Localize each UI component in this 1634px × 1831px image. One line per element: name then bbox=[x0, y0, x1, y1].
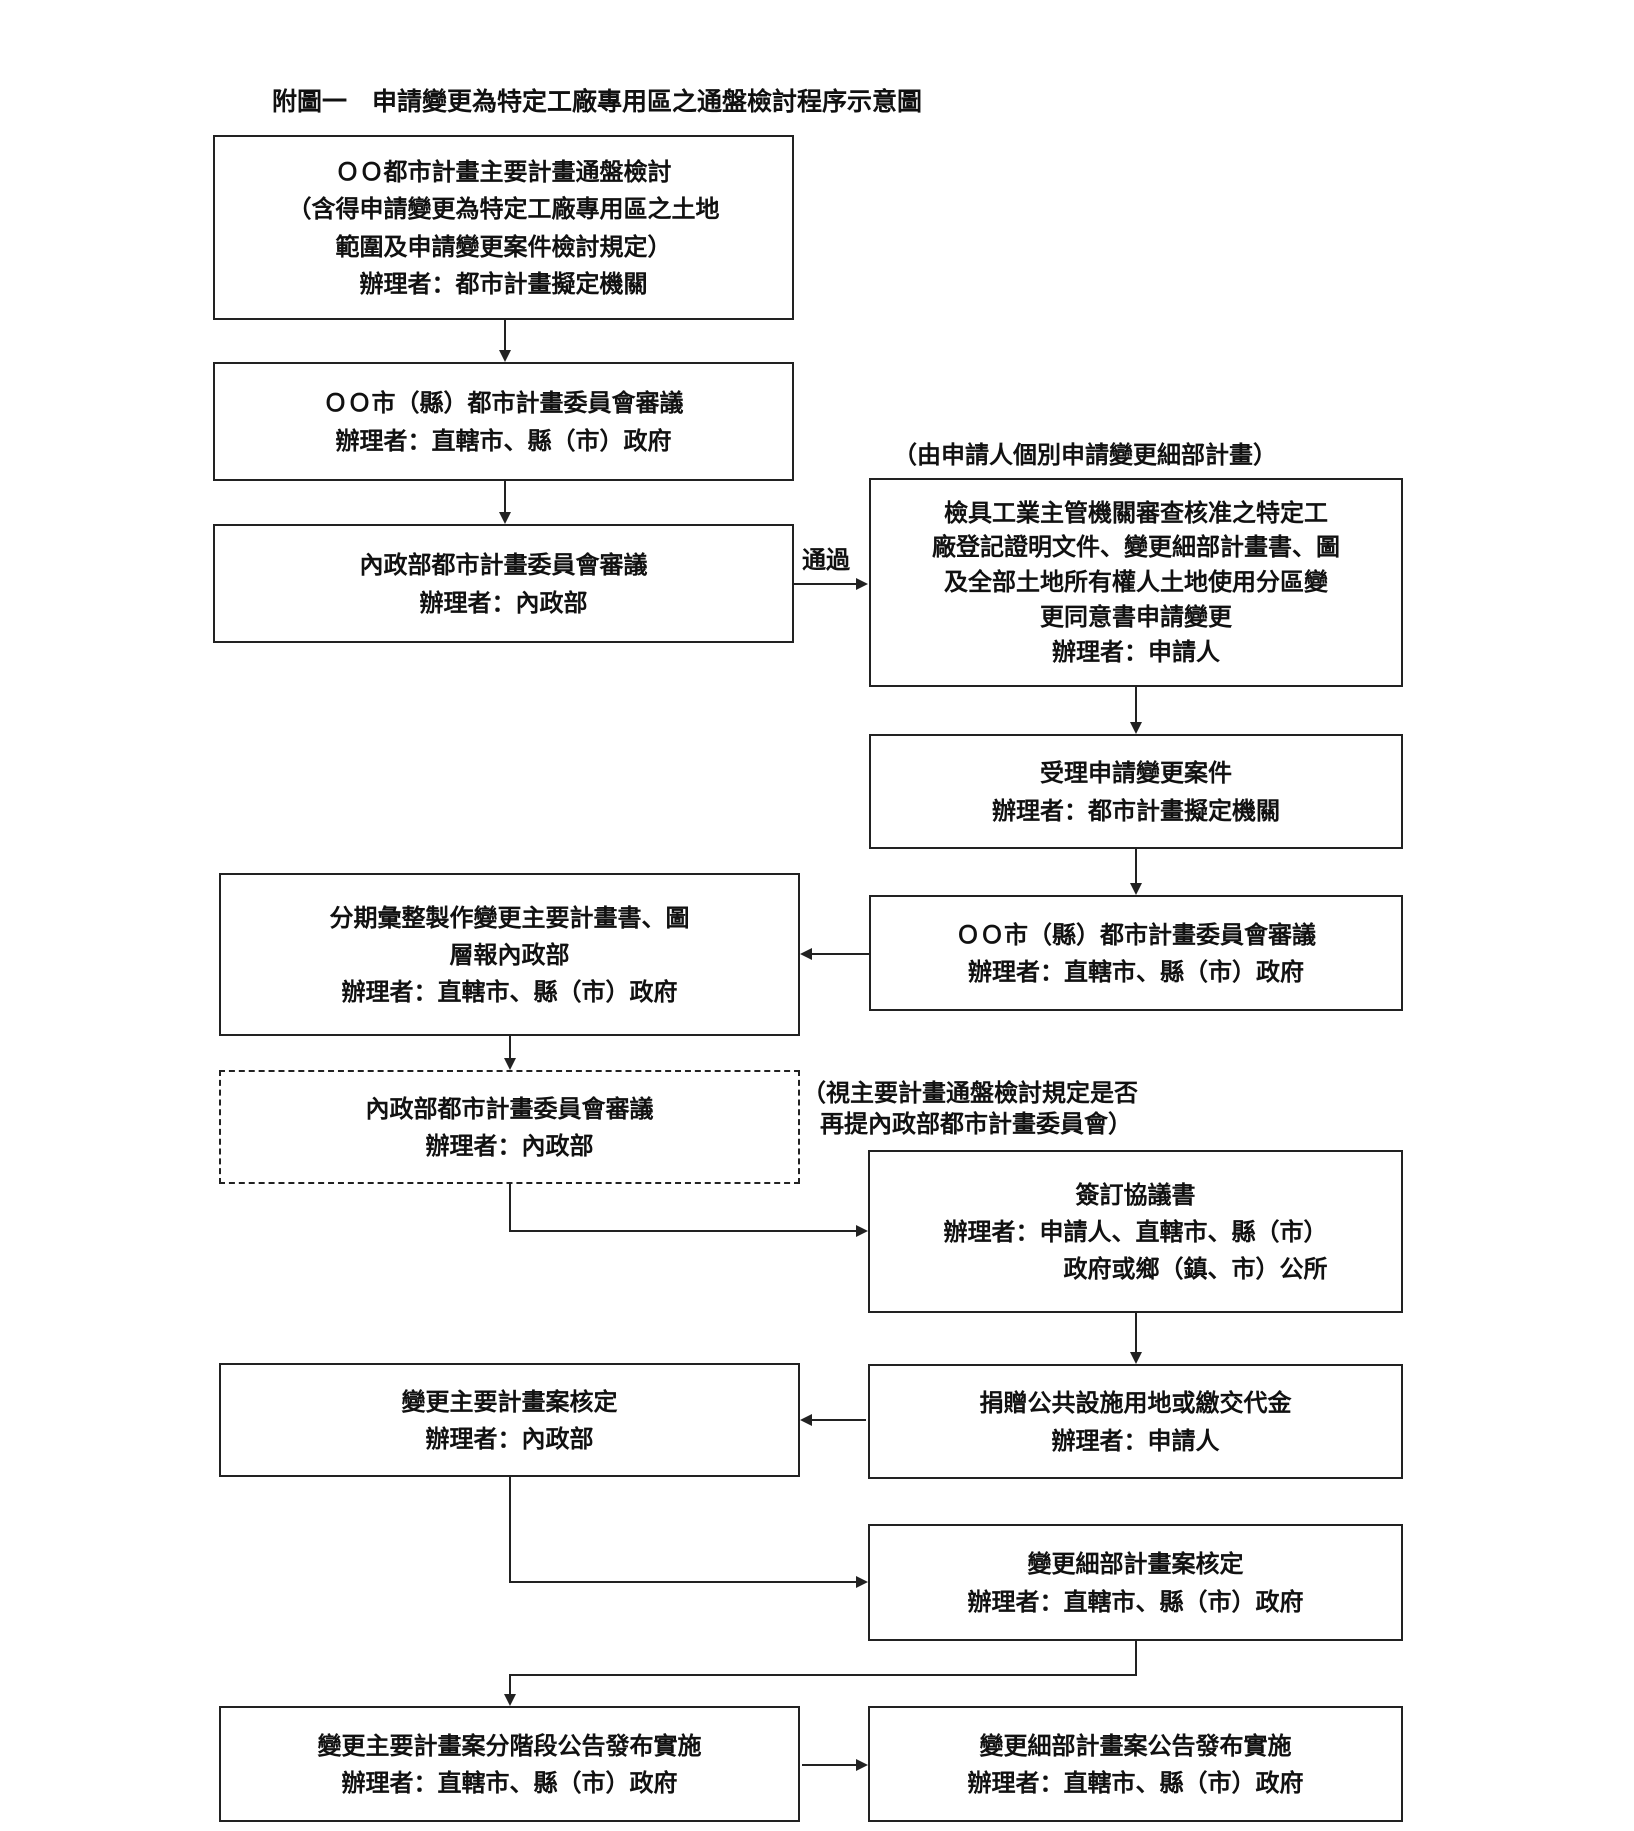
box-main-plan-approval: 變更主要計畫案核定 辦理者：內政部 bbox=[219, 1363, 800, 1477]
box-line: 變更主要計畫案分階段公告發布實施 bbox=[317, 1730, 702, 1760]
box-line: 變更細部計畫案公告發布實施 bbox=[979, 1730, 1292, 1760]
box-line: 捐贈公共設施用地或繳交代金 bbox=[979, 1388, 1292, 1418]
box-handler: 辦理者：都市計畫擬定機關 bbox=[359, 268, 648, 298]
note-conditional-line-1: （視主要計畫通盤檢討規定是否 bbox=[802, 1078, 1138, 1107]
box-handler: 辦理者：直轄市、縣（市）政府 bbox=[968, 957, 1304, 986]
box-line: 內政部都市計畫委員會審議 bbox=[359, 550, 648, 580]
page-title: 附圖一 申請變更為特定工廠專用區之通盤檢討程序示意圖 bbox=[272, 87, 923, 116]
note-pass: 通過 bbox=[802, 545, 850, 574]
box-handler: 辦理者：直轄市、縣（市）政府 bbox=[967, 1586, 1304, 1616]
box-handler: 辦理者：申請人、直轄市、縣（市） bbox=[943, 1216, 1328, 1246]
box-line: 內政部都市計畫委員會審議 bbox=[365, 1093, 654, 1123]
arrow-b8-b9 bbox=[509, 1184, 868, 1237]
box-handler: 辦理者：內政部 bbox=[419, 587, 588, 617]
note-conditional-line-2: 再提內政部都市計畫委員會） bbox=[820, 1109, 1132, 1138]
arrow-b12-b13 bbox=[504, 1641, 1137, 1706]
box-line: 層報內政部 bbox=[449, 939, 570, 969]
box-line: 變更細部計畫案核定 bbox=[1027, 1549, 1244, 1579]
box-line: 及全部土地所有權人土地使用分區變 bbox=[944, 567, 1328, 597]
note-individual-application: （由申請人個別申請變更細部計畫） bbox=[893, 440, 1277, 469]
box-handler: 辦理者：申請人 bbox=[1051, 1425, 1220, 1455]
box-handler-continued: 政府或鄉（鎮、市）公所 bbox=[1063, 1254, 1328, 1284]
box-line: 受理申請變更案件 bbox=[1040, 758, 1232, 788]
box-line: ＯＯ市（縣）都市計畫委員會審議 bbox=[956, 919, 1316, 949]
box-main-plan-review: ＯＯ都市計畫主要計畫通盤檢討 （含得申請變更為特定工廠專用區之土地 範圍及申請變… bbox=[213, 135, 794, 320]
box-local-committee-review: ＯＯ市（縣）都市計畫委員會審議 辦理者：直轄市、縣（市）政府 bbox=[213, 362, 794, 481]
box-line: 分期彙整製作變更主要計畫書、圖 bbox=[329, 902, 690, 932]
box-line: 更同意書申請變更 bbox=[1040, 601, 1232, 631]
box-line: 廠登記證明文件、變更細部計畫書、圖 bbox=[932, 532, 1340, 562]
box-moi-committee-review: 內政部都市計畫委員會審議 辦理者：內政部 bbox=[213, 524, 794, 643]
box-line: 簽訂協議書 bbox=[1075, 1179, 1196, 1209]
box-main-plan-announcement: 變更主要計畫案分階段公告發布實施 辦理者：直轄市、縣（市）政府 bbox=[219, 1706, 800, 1822]
box-detail-plan-approval: 變更細部計畫案核定 辦理者：直轄市、縣（市）政府 bbox=[868, 1524, 1403, 1641]
box-sign-agreement: 簽訂協議書 辦理者：申請人、直轄市、縣（市） 政府或鄉（鎮、市）公所 bbox=[868, 1150, 1403, 1313]
box-handler: 辦理者：申請人 bbox=[1052, 636, 1220, 666]
box-local-committee-review-2: ＯＯ市（縣）都市計畫委員會審議 辦理者：直轄市、縣（市）政府 bbox=[869, 895, 1403, 1011]
box-handler: 辦理者：內政部 bbox=[425, 1131, 594, 1160]
box-handler: 辦理者：都市計畫擬定機關 bbox=[992, 795, 1280, 825]
box-application-submission: 檢具工業主管機關審查核准之特定工 廠登記證明文件、變更細部計畫書、圖 及全部土地… bbox=[869, 478, 1403, 687]
box-line: ＯＯ市（縣）都市計畫委員會審議 bbox=[323, 388, 684, 418]
box-donate-land: 捐贈公共設施用地或繳交代金 辦理者：申請人 bbox=[868, 1364, 1403, 1479]
box-accept-application: 受理申請變更案件 辦理者：都市計畫擬定機關 bbox=[869, 734, 1403, 849]
box-line: 範圍及申請變更案件檢討規定） bbox=[335, 231, 672, 261]
arrow-b11-b12 bbox=[509, 1477, 868, 1588]
box-line: 檢具工業主管機關審查核准之特定工 bbox=[944, 497, 1328, 527]
box-line: （含得申請變更為特定工廠專用區之土地 bbox=[287, 194, 720, 224]
box-line: ＯＯ都市計畫主要計畫通盤檢討 bbox=[335, 157, 672, 187]
box-detail-plan-announcement: 變更細部計畫案公告發布實施 辦理者：直轄市、縣（市）政府 bbox=[868, 1706, 1403, 1822]
box-moi-committee-review-optional: 內政部都市計畫委員會審議 辦理者：內政部 bbox=[219, 1070, 800, 1184]
box-handler: 辦理者：內政部 bbox=[425, 1424, 594, 1453]
box-handler: 辦理者：直轄市、縣（市）政府 bbox=[341, 1768, 678, 1797]
box-line: 變更主要計畫案核定 bbox=[401, 1386, 618, 1416]
box-handler: 辦理者：直轄市、縣（市）政府 bbox=[335, 425, 672, 455]
box-handler: 辦理者：直轄市、縣（市）政府 bbox=[341, 977, 678, 1007]
box-handler: 辦理者：直轄市、縣（市）政府 bbox=[967, 1768, 1304, 1797]
box-compile-main-plan: 分期彙整製作變更主要計畫書、圖 層報內政部 辦理者：直轄市、縣（市）政府 bbox=[219, 873, 800, 1036]
